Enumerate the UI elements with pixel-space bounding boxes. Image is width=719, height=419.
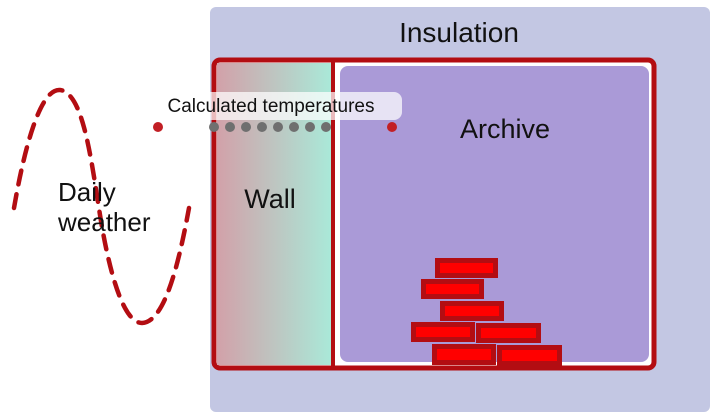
archive-label: Archive bbox=[460, 114, 550, 144]
brick bbox=[476, 323, 541, 343]
wall-temperature-points bbox=[209, 122, 331, 132]
calculated-temperatures-label-box bbox=[140, 92, 402, 120]
brick bbox=[421, 279, 484, 299]
wall-temperature-point bbox=[289, 122, 299, 132]
brick bbox=[497, 345, 562, 366]
wall-temperature-point bbox=[257, 122, 267, 132]
outside-temperature-point bbox=[153, 122, 163, 132]
wall-label: Wall bbox=[244, 184, 296, 214]
wall-temperature-point bbox=[305, 122, 315, 132]
archive-region bbox=[340, 66, 649, 362]
insulation-label: Insulation bbox=[399, 17, 519, 48]
brick-stack-icon bbox=[411, 258, 562, 366]
brick bbox=[411, 322, 475, 342]
dashed-sine-wave-icon bbox=[11, 87, 192, 326]
brick bbox=[435, 258, 498, 278]
calculated-temperatures-label: Calculated temperatures bbox=[168, 96, 375, 117]
wall-temperature-point bbox=[225, 122, 235, 132]
archive-temperature-point bbox=[387, 122, 397, 132]
brick bbox=[432, 344, 496, 365]
wall-temperature-point bbox=[273, 122, 283, 132]
weather-label-line-2: weather bbox=[57, 207, 151, 237]
wall-temperature-point bbox=[321, 122, 331, 132]
wall-temperature-point bbox=[241, 122, 251, 132]
weather-label-line-1: Daily bbox=[58, 177, 116, 207]
brick bbox=[440, 301, 504, 321]
wall-temperature-point bbox=[209, 122, 219, 132]
